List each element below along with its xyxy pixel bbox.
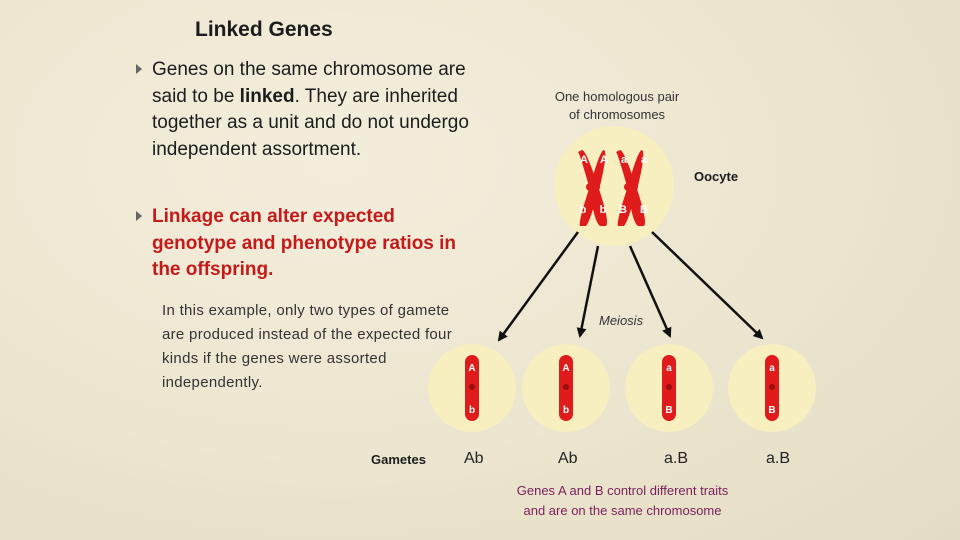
gamete-allele-top: a [769, 363, 775, 374]
oocyte-allele-bottom: b [580, 204, 587, 216]
label-line: One homologous pair [554, 89, 680, 104]
slide-title: Linked Genes [195, 18, 333, 41]
gamete-genotype: a.B [766, 450, 791, 467]
gamete-allele-bottom: B [768, 405, 775, 416]
bullet-text-bold: linked [239, 85, 295, 107]
homologous-pair-label: One homologous pair of chromosomes [527, 88, 707, 124]
meiosis-arrow [576, 245, 600, 338]
genes-note: Genes A and B control different traits a… [490, 481, 755, 521]
oocyte-allele-bottom: B [640, 204, 648, 216]
oocyte-label: Oocyte [694, 169, 739, 184]
example-text: In this example, only two types of gamet… [162, 302, 452, 391]
gamete-genotype: a.B [664, 450, 689, 467]
oocyte-allele-top: A [580, 154, 588, 166]
bullet-marker [136, 64, 142, 74]
gamete-allele-bottom: b [563, 405, 569, 416]
oocyte-chromosome-right [616, 150, 645, 226]
oocyte-allele-top: a [641, 154, 648, 166]
oocyte-allele-top: a [621, 154, 628, 166]
oocyte-allele-bottom: b [600, 204, 607, 216]
bullet-text-part: . They are inherited together as a unit … [152, 85, 469, 160]
oocyte-chromosome-left [578, 150, 607, 226]
meiosis-arrow [497, 231, 580, 342]
gametes-label: Gametes [371, 452, 426, 467]
bullet-marker [136, 211, 142, 221]
oocyte-allele-top: A [600, 154, 608, 166]
centromere [563, 384, 569, 390]
oocyte-cell [554, 126, 674, 246]
oocyte-allele-bottom: B [619, 204, 627, 216]
gamete-allele-top: A [562, 363, 569, 374]
centromere [666, 384, 672, 390]
gamete-genotype: Ab [558, 450, 578, 467]
gamete-allele-bottom: b [469, 405, 475, 416]
bullet-linked-genes: Genes on the same chromosome are said to… [136, 57, 469, 192]
bullet-text-part: Genes on the same chromosome are said to… [152, 59, 466, 107]
centromere [469, 384, 475, 390]
note-line: and are on the same chromosome [523, 503, 722, 518]
meiosis-arrow [628, 245, 672, 338]
meiosis-arrow [651, 231, 764, 340]
label-line: of chromosomes [568, 107, 666, 122]
bullet-linkage: Linkage can alter expected genotype and … [136, 204, 466, 284]
bullet-text: Genes on the same chromosome are said to… [152, 57, 472, 163]
gamete-allele-bottom: B [665, 405, 672, 416]
meiosis-label: Meiosis [599, 313, 644, 328]
bullet-text: Linkage can alter expected genotype and … [152, 206, 457, 281]
note-line: Genes A and B control different traits [516, 483, 729, 498]
gamete-allele-top: a [666, 363, 672, 374]
gamete-genotype: Ab [464, 450, 484, 467]
gamete-allele-top: A [468, 363, 475, 374]
centromere [769, 384, 775, 390]
